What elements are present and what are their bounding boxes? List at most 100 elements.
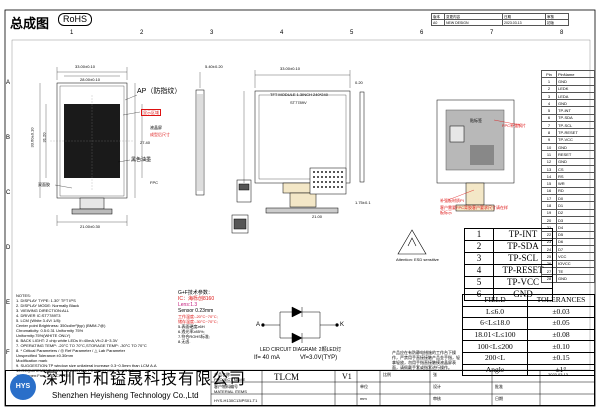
tech-item: 7.符合ROHS标准; xyxy=(178,334,211,339)
customer-label: 客户物料编号 xyxy=(214,384,238,389)
dim: 33.60±0.10 xyxy=(29,127,35,148)
tech-lens: Lens:1.3 xyxy=(178,302,198,308)
pin-number: 15 xyxy=(541,179,557,188)
pin-name: RS xyxy=(556,172,595,181)
label-note: 贴标签 xyxy=(470,118,482,123)
callout-number: 4 xyxy=(464,264,494,277)
date-label: 日期 xyxy=(495,396,503,401)
note-line: 3. VIEWING DIRECTION:ALL xyxy=(16,308,70,313)
dim: 28.00±0.10 xyxy=(80,77,100,82)
border-col-5: 5 xyxy=(350,30,354,36)
callout-name: TP-INT xyxy=(493,228,553,241)
tech-sensor: Sensor 0.23mm xyxy=(178,308,214,314)
note-line: 1. DISPLAY TYPE: 1.30" TFT IPS xyxy=(16,298,76,303)
pin-name: GND xyxy=(556,99,595,108)
pin-number: 19 xyxy=(541,208,557,217)
callout-name: TP-RESET xyxy=(493,264,553,277)
dim: 21.00±0.30 xyxy=(80,224,100,229)
tol-value: ±0.08 xyxy=(527,328,595,342)
pin-number: 14 xyxy=(541,172,557,181)
note-line: Center point Brightness: 350cd/m²(typ) (… xyxy=(16,323,106,328)
right-annotation: 客户需要FPC背胶客户要求尺寸请在样板标示 xyxy=(440,205,508,215)
back-view xyxy=(436,99,521,212)
dim: 31.20 xyxy=(41,132,47,143)
note-line: Uniformity:75%(WHITE ONLY) xyxy=(16,333,71,338)
border-col-8: 8 xyxy=(560,30,564,36)
note-line: 5. LCM (White 3.4V/ 1/8): xyxy=(16,318,62,323)
product-name-label-en: PROJECT NAME xyxy=(214,377,246,382)
note-line: 7. OPERATING TEMP: -20°C TO 70°C,STORAGE… xyxy=(16,343,147,348)
border-col-1: 1 xyxy=(70,30,74,36)
date-value: 2023.03.13 xyxy=(548,372,569,377)
note-line: 2. DISPLAY MODE: Normally Black xyxy=(16,303,79,308)
scale-label: 比例 xyxy=(383,372,391,377)
sheet-label: 张 xyxy=(433,372,437,377)
company-name-en: Shenzhen Heyisheng Technology Co.,Ltd xyxy=(52,391,199,400)
pin-name: WR xyxy=(556,179,595,188)
stiffener-note: 补强板材质PI xyxy=(440,198,464,203)
pin-name: GND xyxy=(556,157,595,166)
border-row-e: E xyxy=(6,300,11,306)
title-block xyxy=(5,370,595,406)
tol-field: 200<L xyxy=(462,351,528,365)
title-block-lines xyxy=(210,370,595,406)
caution-note: 产品应在有防静电措施的工作台下操作，严禁用手直接接触产品金手指，轻拿轻放，勿用手… xyxy=(392,350,460,370)
approve-label: 批准 xyxy=(495,384,503,389)
tech-item: 5.表面硬度≥6H xyxy=(178,324,205,329)
pin-number: 3 xyxy=(541,91,557,101)
border-row-d: D xyxy=(6,245,11,251)
border-row-a: A xyxy=(6,80,11,86)
border-col-6: 6 xyxy=(420,30,424,36)
rev-cell: 2023.03.13 xyxy=(502,19,546,26)
pin-name: TP-INT xyxy=(556,106,595,115)
tol-value: ±0.10 xyxy=(527,340,595,353)
pin-name: GND xyxy=(556,77,595,86)
revision-table: 版本 变更内容 日期 审核 A0 NEW DESIGN 2023.03.13 初… xyxy=(431,13,569,26)
note-line: 11.Halogen:Free, REACH:YES xyxy=(16,373,71,378)
fpc-note: FPC补强钢片 xyxy=(502,123,526,128)
note-line: Chromaticity: 0.5:0.31 Uniformity 75% xyxy=(16,328,84,333)
tol-field: 18.01<L≤100 xyxy=(462,328,528,342)
part-number: HYS-H130C13IPS01-T1 xyxy=(214,398,258,403)
pin-number: 18 xyxy=(541,201,557,210)
pin-name: VCC xyxy=(556,252,595,261)
dim: 33.00±0.10 xyxy=(280,66,300,71)
pin-number: 1 xyxy=(541,77,557,86)
dim: 0.20 xyxy=(355,80,363,85)
drawn-label: 设计 xyxy=(433,384,441,389)
tol-value: ±1° xyxy=(527,363,595,377)
led-diagram xyxy=(261,306,339,344)
black-edge-label: 黑色油墨 xyxy=(131,157,152,163)
border-col-4: 4 xyxy=(280,30,284,36)
tech-item: 8.无卤. xyxy=(178,339,191,344)
pin-name: D0 xyxy=(556,194,595,203)
version: V1 xyxy=(342,372,352,381)
dim: 5.40±0.20 xyxy=(205,64,223,69)
company-name-cn: 深圳市和镒晟科技有限公司 xyxy=(42,371,247,388)
check-label: 审核 xyxy=(433,396,441,401)
customer-label-en: MATERIAL ITEMS xyxy=(214,389,247,394)
front-side-view xyxy=(195,72,205,196)
fpc-label: FPC xyxy=(150,180,158,185)
pin-name: LEDK xyxy=(556,84,595,93)
pin-name: IOVCC xyxy=(556,259,595,269)
tol-header: FIELD xyxy=(462,294,528,307)
note-line: 6. BACK LIGHT: 2 chip white LEDs If=40mA… xyxy=(16,338,118,343)
border-row-b: B xyxy=(6,135,11,141)
tech-requirements: G+F技术参数： IC：海栎创8160 Lens:1.3 Sensor 0.23… xyxy=(178,290,218,344)
pin-number: 16 xyxy=(541,186,557,196)
callout-name: TP-SDA xyxy=(493,240,553,253)
tol-value: ±0.03 xyxy=(527,305,595,319)
led-k-label: K xyxy=(340,322,345,328)
detail-drawings xyxy=(231,179,252,234)
customer-name: TLCM xyxy=(274,372,300,382)
border-col-7: 7 xyxy=(490,30,494,36)
pin-name: D3 xyxy=(556,215,595,225)
note-line: Modification mark xyxy=(16,358,48,363)
ap-label: AP（防指纹） xyxy=(137,88,182,95)
glass-label: 液晶屏 xyxy=(150,125,162,130)
front-view xyxy=(39,67,143,226)
